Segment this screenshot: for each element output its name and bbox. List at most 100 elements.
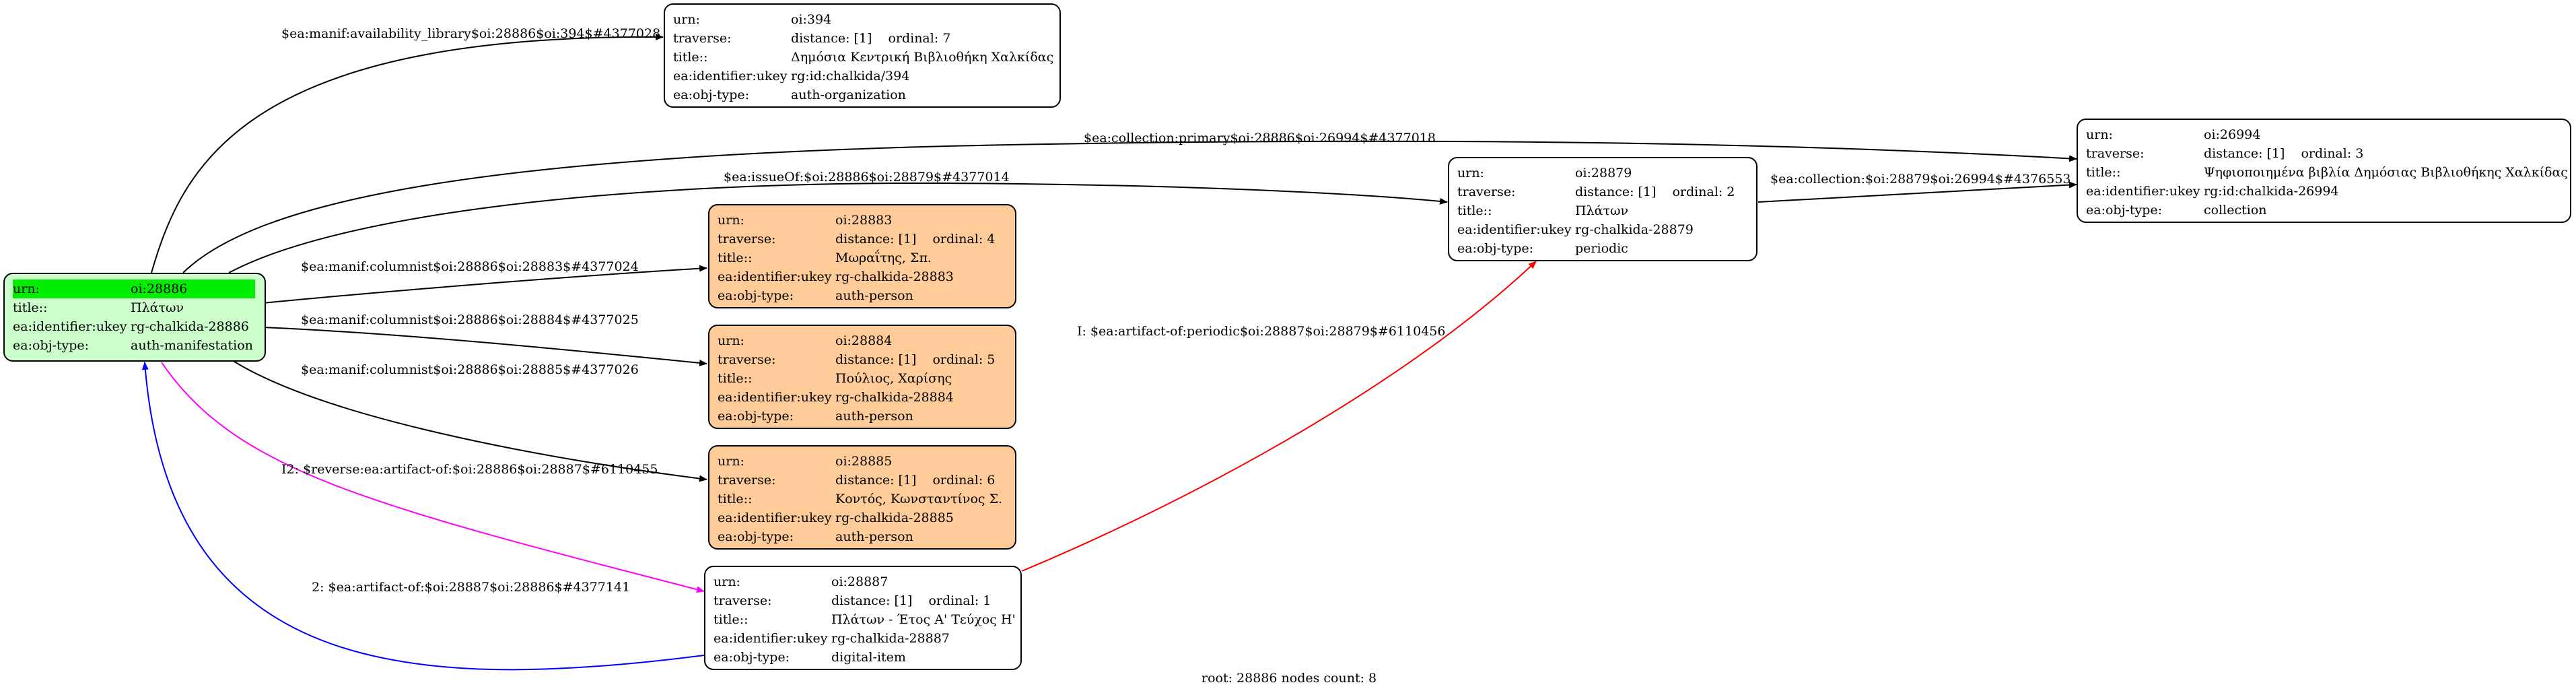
node-28879[interactable]: urn: oi:28879 traverse: distance: [1] ordin… [1448,157,1757,261]
edge-label-availability-library: $ea:manif:availability_library$oi:28886$… [281,26,660,41]
field-key: traverse: [673,31,732,46]
field-key: traverse: [718,473,776,488]
edge-columnist-28884 [262,327,707,366]
field-key: title:: [1457,203,1492,218]
edge-artifact-of-periodic [1021,261,1537,572]
node-ukey: rg:id:chalkida/394 [791,69,910,84]
node-type: auth-person [835,288,913,303]
edge-label-artifact-of: 2: $ea:artifact-of:$oi:28887$oi:28886$#4… [312,580,630,595]
node-26994[interactable]: urn:oi:26994 traverse:distance: [1]ordin… [2077,119,2571,223]
edge-columnist-28883 [262,265,707,304]
node-title: Μωραΐτης, Σπ. [835,251,932,265]
root-ukey-row: ea:identifier:ukey rg-chalkida-28886 [13,317,256,336]
field-key: traverse: [718,232,776,246]
field-key: ea:identifier:ukey [718,510,832,525]
root-node-28886[interactable]: urn: oi:28886 title:: Πλάτων ea:identifi… [3,273,266,362]
edge-label-collection: $ea:collection:$oi:28879$oi:26994$#43765… [1770,172,2071,187]
field-key: ea:obj-type: [718,529,794,544]
field-key: title:: [718,251,753,265]
node-distance: distance: [1] [835,352,917,367]
field-key: urn: [1457,166,1484,180]
node-distance: distance: [1] [791,31,872,46]
root-type-value: auth-manifestation [131,338,253,353]
node-ordinal: ordinal: 3 [2301,146,2364,161]
edge-collection [1757,181,2077,203]
node-distance: distance: [1] [2204,146,2285,161]
edge-artifact-of [141,362,705,671]
node-ukey: rg-chalkida-28885 [835,510,954,525]
root-ukey-value: rg-chalkida-28886 [131,319,249,334]
field-key: ea:identifier:ukey [2086,184,2200,199]
node-title: Δημόσια Κεντρική Βιβλιοθήκη Χαλκίδας [791,50,1054,65]
field-key: title:: [718,492,753,506]
field-key: urn: [13,279,131,298]
node-28884[interactable]: urn: oi:28884 traverse: distance: [1] ordin… [708,325,1016,429]
node-28883[interactable]: urn:oi:28883 traverse:distance: [1]ordin… [708,204,1016,308]
node-distance: distance: [1] [1575,185,1657,199]
node-title: Κοντός, Κωνσταντίνος Σ. [835,492,1003,506]
edge-label-columnist-28883: $ea:manif:columnist$oi:28886$oi:28883$#4… [301,259,639,274]
field-key: ea:identifier:ukey [13,319,127,334]
edge-label-columnist-28885: $ea:manif:columnist$oi:28886$oi:28885$#4… [301,362,639,377]
field-key: traverse: [1457,185,1516,199]
field-key: ea:obj-type: [673,88,750,102]
node-ordinal: ordinal: 6 [932,473,996,488]
field-key: ea:identifier:ukey [1457,222,1572,237]
node-394[interactable]: urn: oi:394 traverse: distance: [1] ordinal… [664,3,1061,108]
field-key: title:: [13,300,48,315]
field-key: traverse: [713,593,772,608]
field-key: title:: [673,50,708,65]
field-key: ea:obj-type: [13,338,90,353]
node-title: Ψηφιοποιημένα βιβλία Δημόσιας Βιβλιοθήκη… [2204,165,2568,180]
edge-issue-of [228,182,1448,273]
root-urn-row: urn: oi:28886 [13,279,256,298]
field-key: ea:obj-type: [713,650,790,665]
node-ordinal: ordinal: 7 [888,31,951,46]
edge-collection-primary [182,140,2077,273]
node-distance: distance: [1] [835,473,917,488]
graph-caption: root: 28886 nodes count: 8 [1202,671,1377,686]
node-type: auth-organization [791,88,906,102]
field-key: title:: [2086,165,2121,180]
node-type: auth-person [835,529,913,544]
field-key: ea:obj-type: [718,288,794,303]
node-ordinal: ordinal: 4 [932,232,996,246]
field-key: ea:identifier:ukey [673,69,788,84]
node-ukey: rg-chalkida-28883 [835,269,954,284]
edge-label-issue-of: $ea:issueOf:$oi:28886$oi:28879$#4377014 [724,170,1010,185]
field-key: urn: [2086,127,2113,142]
node-28885[interactable]: urn:oi:28885 traverse:distance: [1]ordin… [708,445,1016,550]
root-title-value: Πλάτων [131,300,184,315]
field-key: urn: [673,12,700,27]
node-type: digital-item [831,650,906,665]
field-key: traverse: [718,352,776,367]
edge-label-collection-primary: $ea:collection:primary$oi:28886$oi:26994… [1084,131,1436,145]
node-title: Πλάτων [1575,203,1628,218]
node-distance: distance: [1] [835,232,917,246]
node-ordinal: ordinal: 5 [932,352,996,367]
node-type: auth-person [835,409,913,424]
node-urn: oi:28884 [835,333,893,348]
node-title: Πλάτων - Έτος Α' Τεύχος Η' [831,612,1016,627]
node-type: periodic [1575,241,1628,256]
node-ordinal: ordinal: 2 [1672,185,1735,199]
node-urn: oi:26994 [2204,127,2261,142]
field-key: urn: [718,333,744,348]
root-urn-value: oi:28886 [131,279,255,298]
root-type-row: ea:obj-type: auth-manifestation [13,336,256,355]
field-key: ea:identifier:ukey [718,269,832,284]
edge-label-columnist-28884: $ea:manif:columnist$oi:28886$oi:28884$#4… [301,312,639,327]
field-key: title:: [713,612,749,627]
node-urn: oi:28879 [1575,166,1632,180]
field-key: urn: [713,574,740,589]
node-urn: oi:394 [791,12,832,27]
node-title: Πούλιος, Χαρίσης [835,371,952,386]
edge-availability-library [151,33,664,273]
field-key: ea:obj-type: [718,409,794,424]
field-key: ea:identifier:ukey [718,390,832,405]
node-28887[interactable]: urn:oi:28887 traverse:distance: [1]ordin… [704,566,1022,670]
node-type: collection [2204,203,2267,218]
edge-label-artifact-of-periodic: I: $ea:artifact-of:periodic$oi:28887$oi:… [1077,324,1445,339]
root-title-row: title:: Πλάτων [13,298,256,317]
